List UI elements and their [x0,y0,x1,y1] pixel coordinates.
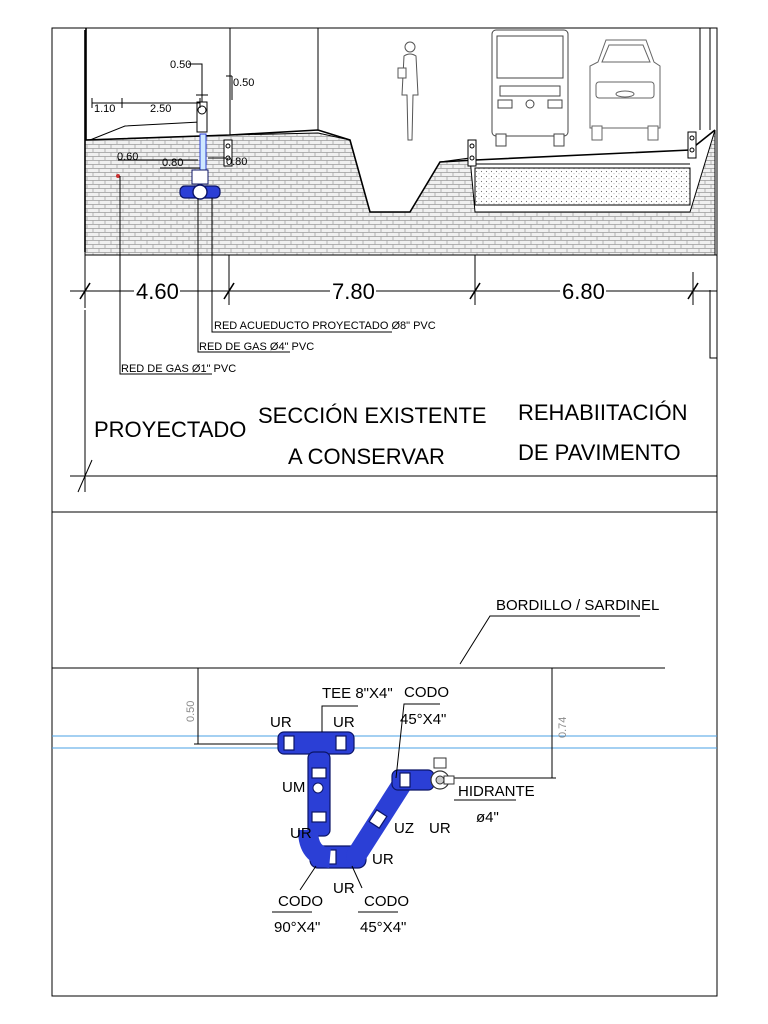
label-ur-hydrant: UR [429,820,451,837]
label-codo45-top-2: 45°X4" [400,711,446,728]
dim-0-74-detail: 0.74 [557,717,569,738]
dim-0-50-a: 0.50 [170,59,191,71]
label-codo45-top-1: CODO [404,684,449,701]
car-figure [589,39,661,141]
section-pipe-cluster [116,169,221,200]
sidewalk-slope [89,121,201,141]
dim-0-50-b: 0.50 [233,77,254,89]
dim-0-50-detail: 0.50 [185,701,197,722]
dim-0-80-b: 0.80 [226,156,247,168]
zone-rehab-line2: DE PAVIMENTO [518,440,681,465]
label-red-acueducto: RED ACUEDUCTO PROYECTADO Ø8" PVC [214,320,436,332]
dim-7-80: 7.80 [332,279,375,304]
label-um: UM [282,779,305,796]
label-ur-right: UR [333,714,355,731]
tee-branch [307,751,331,837]
dim-0-80: 0.80 [162,157,183,169]
hydrant-pipe [391,769,435,791]
dim-0-60: 0.60 [117,151,138,163]
zone-proyectado: PROYECTADO [94,417,246,442]
pavement-base [474,167,691,206]
label-uz: UZ [394,820,414,837]
zone-existente-line1: SECCIÓN EXISTENTE [258,403,487,428]
main-dimension-line: 4.60 7.80 6.80 [70,250,717,359]
curb-mid [467,139,477,167]
ground-surface [84,129,716,213]
label-red-gas-1: RED DE GAS Ø1" PVC [121,363,236,375]
curb-right [687,131,697,159]
bus-figure [491,29,569,147]
label-codo45-bot-2: 45°X4" [360,919,406,936]
building-lines [229,28,711,135]
dim-4-60: 4.60 [136,279,179,304]
dim-6-80: 6.80 [562,279,605,304]
label-codo45-bot-1: CODO [364,893,409,910]
label-red-gas-4: RED DE GAS Ø4" PVC [199,341,314,353]
zone-existente-line2: A CONSERVAR [288,444,445,469]
label-ur-mid: UR [290,825,312,842]
label-hidrante-2: ø4" [476,809,499,826]
pipe-leaders: RED ACUEDUCTO PROYECTADO Ø8" PVC RED DE … [119,176,436,375]
label-ur-low: UR [372,851,394,868]
pedestrian-figure [397,41,419,141]
label-hidrante-1: HIDRANTE [458,783,535,800]
hydrant-detail: BORDILLO / SARDINEL 0.50 0.74 [52,597,717,936]
codo-90 [298,829,332,868]
ground-hatch [84,129,716,256]
label-codo90-1: CODO [278,893,323,910]
zone-rehab-line1: REHABIITACIÓN [518,400,688,425]
curb-left [223,139,233,167]
label-bordillo: BORDILLO / SARDINEL [496,597,659,614]
cross-section: 1.10 2.50 0.50 0.50 0.60 0.80 0.80 4.60 … [70,28,717,493]
label-ur-left: UR [270,714,292,731]
dim-2-50: 2.50 [150,103,171,115]
hydrant-symbol [430,757,455,790]
label-codo90-2: 90°X4" [274,919,320,936]
label-ur-bottom: UR [333,880,355,897]
top-dimensions: 1.10 2.50 0.50 0.50 0.60 0.80 0.80 [91,59,254,169]
label-tee: TEE 8"X4" [322,685,393,702]
bottom-frame [51,511,718,997]
building-wall [84,28,87,252]
dim-1-10: 1.10 [94,103,115,115]
zone-labels: PROYECTADO SECCIÓN EXISTENTE A CONSERVAR… [70,310,717,493]
